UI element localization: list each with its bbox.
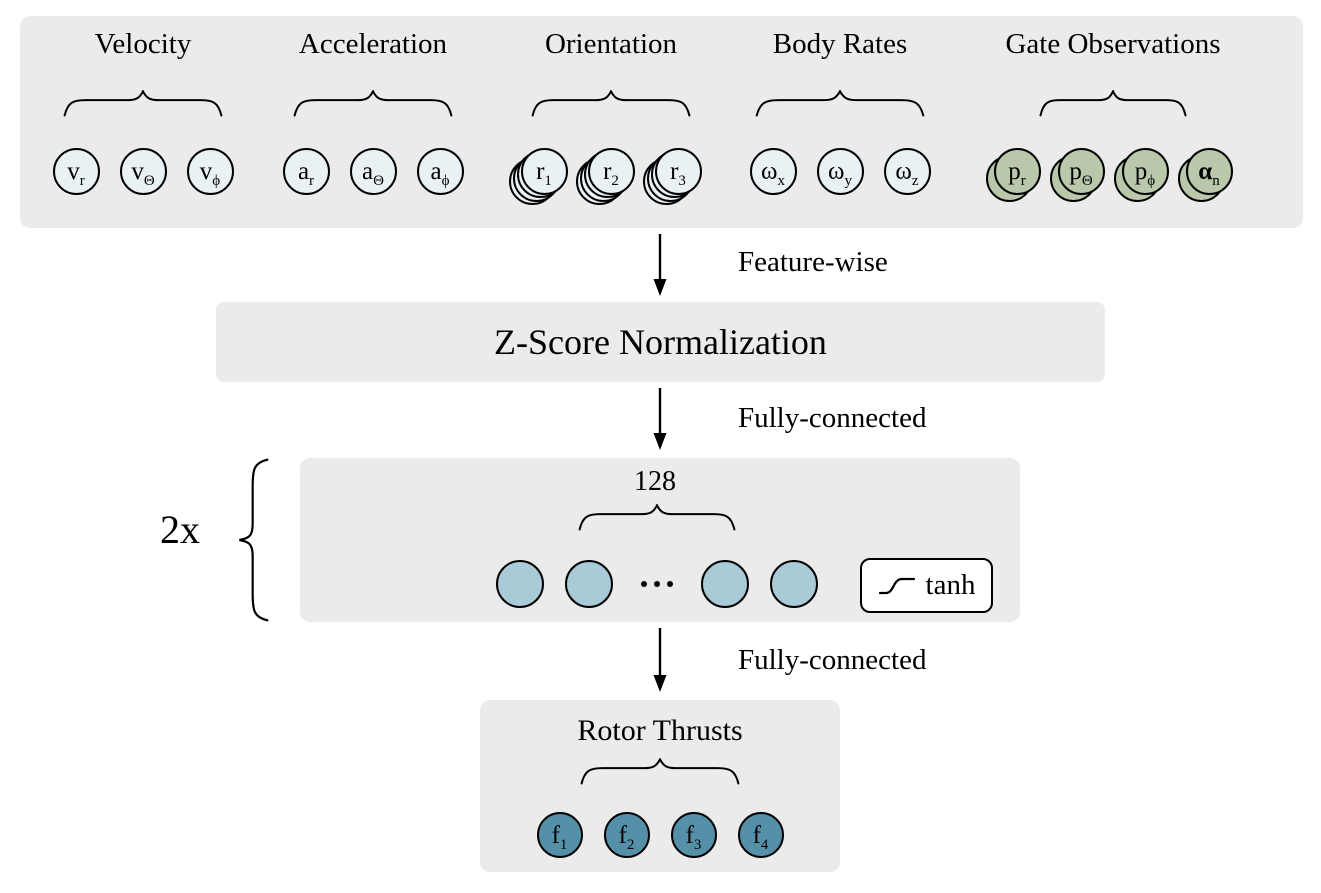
input-node-stack: r2 bbox=[575, 148, 635, 205]
gate-node-stack: pϕ bbox=[1113, 148, 1169, 202]
arrow-label: Fully-connected bbox=[738, 644, 927, 676]
normalization-label: Z-Score Normalization bbox=[494, 322, 827, 362]
gate-node-stack: pr bbox=[985, 148, 1041, 202]
overbrace-icon bbox=[578, 504, 736, 532]
hidden-node bbox=[701, 560, 749, 608]
input-node: aΘ bbox=[349, 148, 397, 195]
node-row: vr vΘ vϕ bbox=[40, 148, 246, 195]
overbrace-icon bbox=[293, 90, 453, 118]
node-row: pr pΘ pϕ αn bbox=[978, 148, 1248, 202]
ellipsis-dots bbox=[634, 560, 680, 608]
overbrace-icon bbox=[580, 758, 740, 786]
hidden-node-row bbox=[496, 560, 818, 608]
node-row: r1 r2 r3 bbox=[508, 148, 714, 205]
output-node: f1 bbox=[536, 812, 583, 858]
input-node: ωx bbox=[749, 148, 797, 195]
hidden-node bbox=[770, 560, 818, 608]
group-title: Body Rates bbox=[772, 28, 908, 60]
output-title: Rotor Thrusts bbox=[577, 714, 743, 747]
group-orientation: Orientation r1 r2 r3 bbox=[508, 16, 714, 228]
input-node: aϕ bbox=[416, 148, 464, 195]
z-score-normalization-box: Z-Score Normalization bbox=[216, 302, 1105, 382]
group-title: Velocity bbox=[94, 28, 192, 60]
overbrace-icon bbox=[63, 90, 223, 118]
down-arrow-icon bbox=[653, 234, 667, 296]
node-row: ωx ωy ωz bbox=[737, 148, 943, 195]
group-velocity: Velocity vr vΘ vϕ bbox=[40, 16, 246, 228]
hidden-node bbox=[496, 560, 544, 608]
overbrace-icon bbox=[531, 90, 691, 118]
arrow-label: Fully-connected bbox=[738, 402, 927, 434]
input-node: vϕ bbox=[186, 148, 234, 195]
group-acceleration: Acceleration ar aΘ aϕ bbox=[270, 16, 476, 228]
activation-label: tanh bbox=[925, 569, 976, 601]
overbrace-icon bbox=[755, 90, 925, 118]
output-node-row: f1 f2 f3 f4 bbox=[480, 812, 840, 858]
input-node: ωz bbox=[883, 148, 931, 195]
output-node: f3 bbox=[670, 812, 717, 858]
down-arrow-icon bbox=[653, 628, 667, 692]
repeat-count-label: 2x bbox=[160, 507, 200, 552]
units-count-label: 128 bbox=[634, 466, 676, 497]
input-node: ωy bbox=[816, 148, 864, 195]
group-gate-observations: Gate Observations pr pΘ pϕ αn bbox=[978, 16, 1248, 228]
input-node-stack: r3 bbox=[642, 148, 702, 205]
input-node: vr bbox=[52, 148, 100, 195]
group-body-rates: Body Rates ωx ωy ωz bbox=[737, 16, 943, 228]
left-curly-brace-icon bbox=[238, 458, 270, 622]
overbrace-icon bbox=[1039, 90, 1187, 118]
output-node: f4 bbox=[737, 812, 784, 858]
activation-badge: tanh bbox=[860, 558, 993, 613]
output-node: f2 bbox=[603, 812, 650, 858]
rotor-thrusts-box: Rotor Thrusts f1 f2 f3 f4 bbox=[480, 700, 840, 872]
arrow-label: Feature-wise bbox=[738, 246, 888, 278]
input-node-stack: r1 bbox=[508, 148, 568, 205]
group-title: Orientation bbox=[544, 28, 678, 60]
gate-node-stack: pΘ bbox=[1049, 148, 1105, 202]
node-row: ar aΘ aϕ bbox=[270, 148, 476, 195]
input-node: ar bbox=[282, 148, 330, 195]
group-title: Gate Observations bbox=[1005, 28, 1221, 60]
input-features-panel: Velocity vr vΘ vϕ Acceleration ar aΘ aϕ … bbox=[20, 16, 1303, 228]
down-arrow-icon bbox=[653, 388, 667, 450]
tanh-curve-icon bbox=[878, 577, 915, 594]
hidden-layer-box: 128 tanh bbox=[300, 458, 1020, 622]
group-title: Acceleration bbox=[298, 28, 448, 60]
input-node: vΘ bbox=[119, 148, 167, 195]
gate-node-stack: αn bbox=[1177, 148, 1233, 202]
hidden-node bbox=[565, 560, 613, 608]
